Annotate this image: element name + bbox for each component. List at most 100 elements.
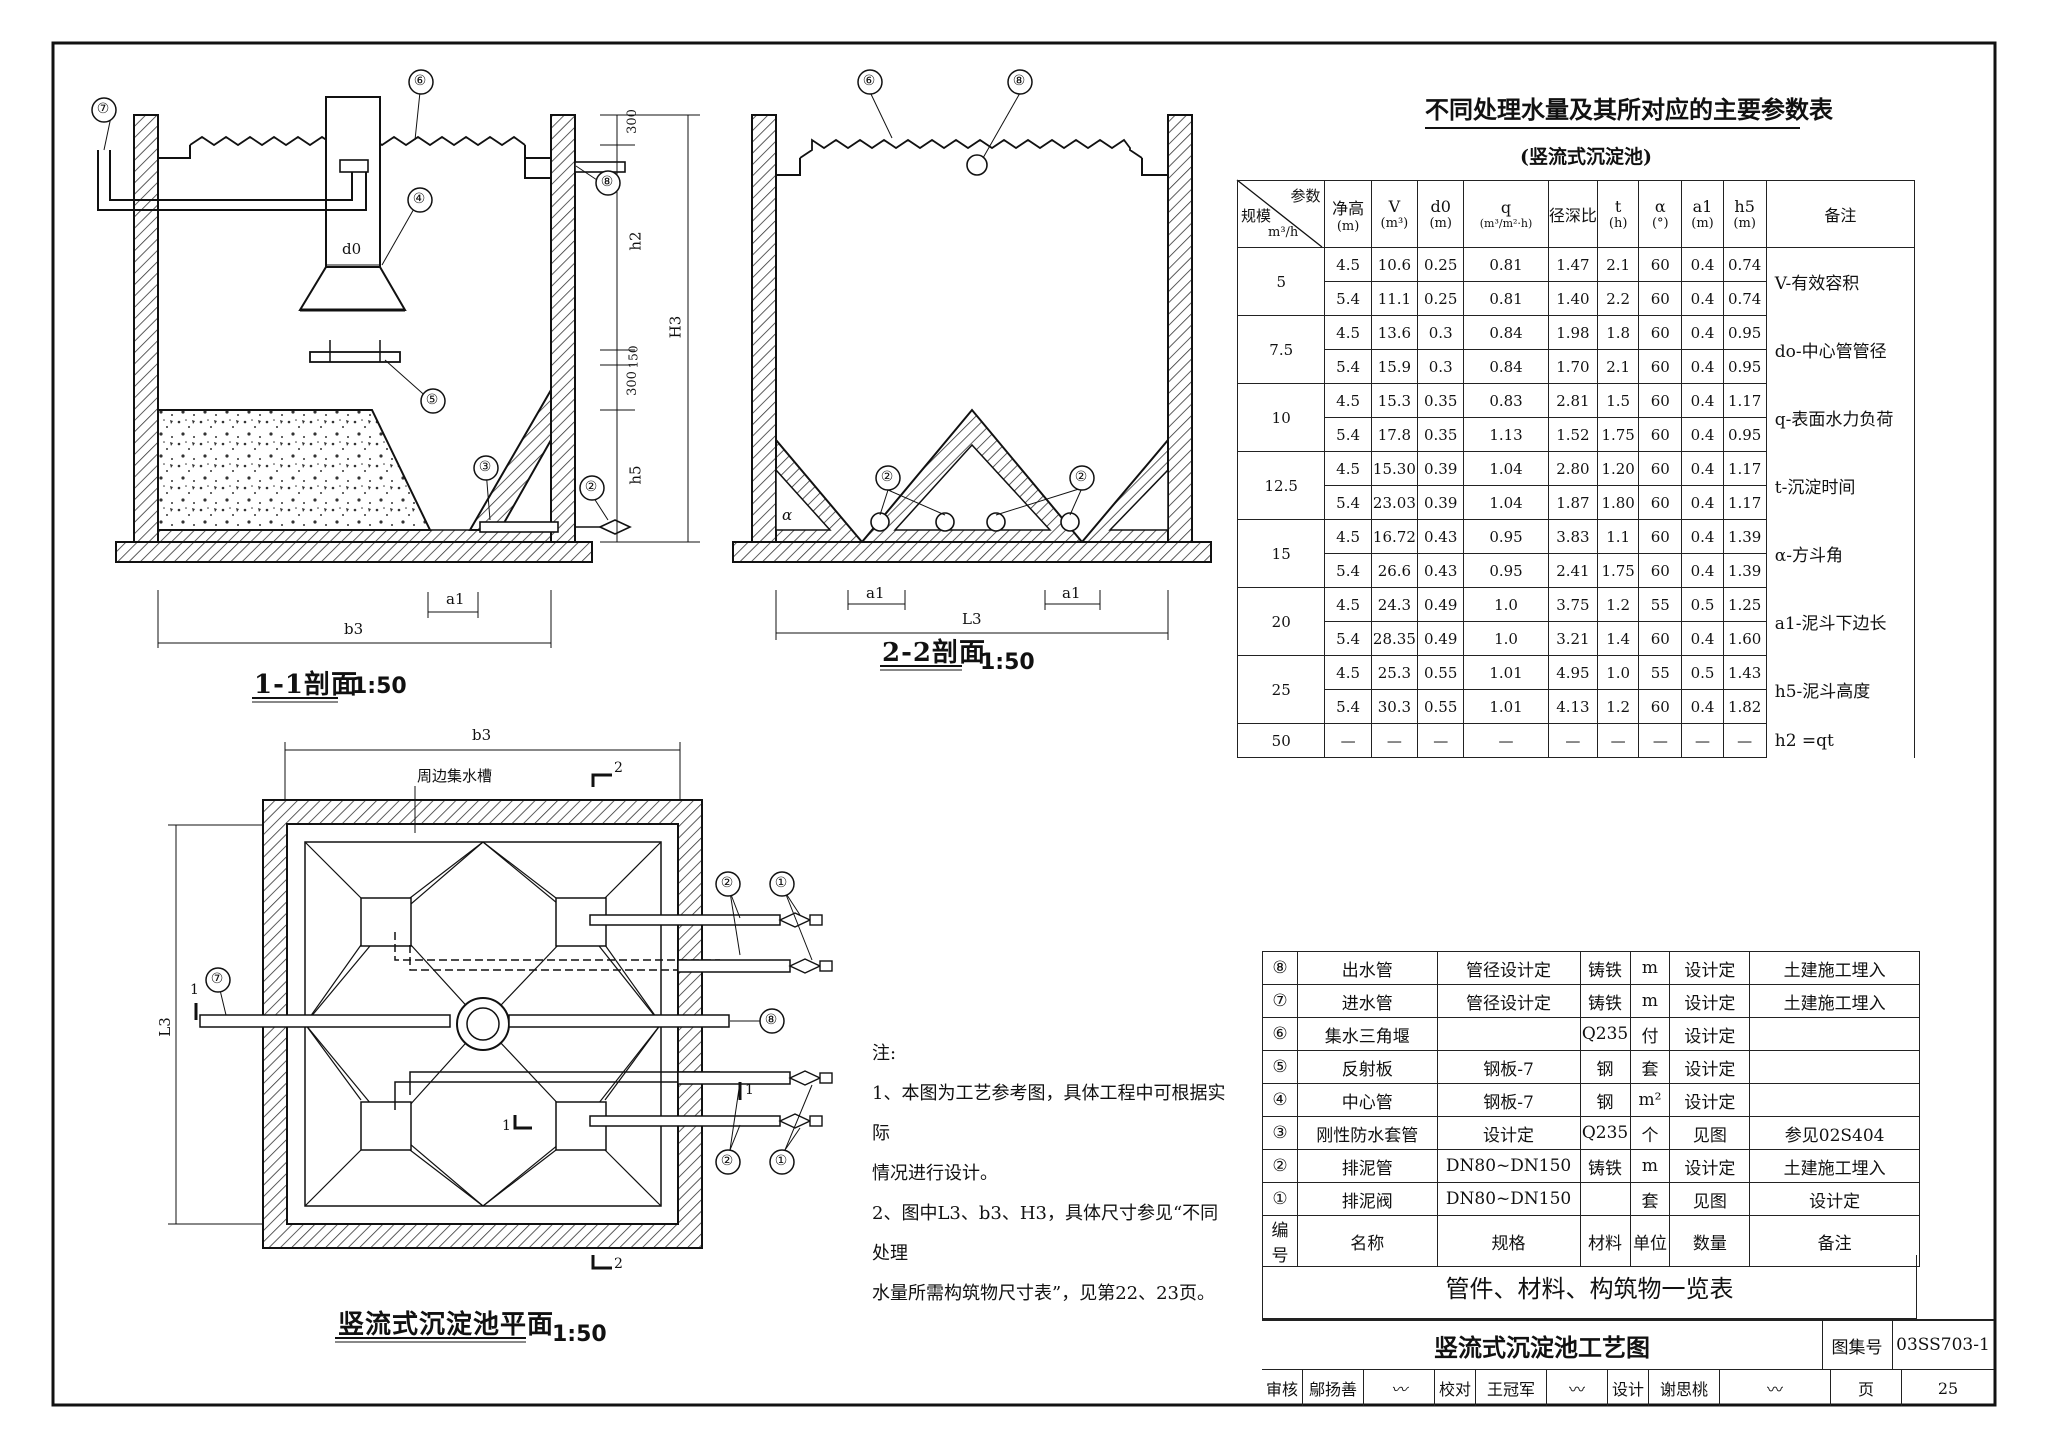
- material-row-cell: m: [1629, 1149, 1671, 1183]
- dim-H3: H3: [666, 315, 685, 339]
- param-cell: 5.4: [1324, 485, 1372, 520]
- param-cell: 1.82: [1722, 689, 1767, 724]
- material-row-cell: 土建施工埋入: [1749, 951, 1920, 985]
- param-cell: 0.39: [1417, 451, 1465, 486]
- section-1-1-drawing: [97, 91, 700, 703]
- param-table-subtitle: (竖流式沉淀池): [1520, 146, 1652, 168]
- material-row-cell: 参见02S404: [1749, 1116, 1920, 1150]
- param-cell: 0.4: [1681, 451, 1724, 486]
- param-cell: 13.6: [1370, 315, 1419, 350]
- material-row-cell: ①: [1262, 1182, 1298, 1216]
- plan-trough-label: 周边集水槽: [417, 767, 493, 785]
- param-cell: 0.5: [1681, 587, 1724, 622]
- section-1-1-callouts: [91, 69, 621, 501]
- param-cell: 4.5: [1324, 247, 1372, 282]
- param-cell: 16.72: [1370, 519, 1419, 554]
- corner-bottom: 规模: [1241, 207, 1272, 225]
- material-row-cell: 设计定: [1669, 951, 1751, 985]
- param-cell: 4.95: [1547, 655, 1599, 690]
- param-cell: 0.4: [1681, 315, 1724, 350]
- sheet-border: [51, 41, 1997, 1407]
- param-cell: —: [1722, 723, 1767, 758]
- scale-cell: 15: [1236, 519, 1326, 588]
- param-cell: 1.01: [1463, 655, 1549, 690]
- remark-cell: V-有效容积: [1765, 247, 1916, 316]
- material-row-cell: 套: [1629, 1182, 1671, 1216]
- param-cell: 0.81: [1463, 247, 1549, 282]
- material-row-cell: 排泥管: [1296, 1149, 1438, 1183]
- param-cell: 3.75: [1547, 587, 1599, 622]
- remark-cell: a1-泥斗下边长: [1765, 587, 1916, 656]
- dim-alpha: α: [782, 506, 793, 524]
- scale-cell: 5: [1236, 247, 1326, 316]
- param-cell: 0.95: [1463, 553, 1549, 588]
- scale-cell: 20: [1236, 587, 1326, 656]
- section-1-1-scale: 1:50: [352, 674, 407, 699]
- param-cell: 1.0: [1463, 621, 1549, 656]
- param-cell: 1.4: [1597, 621, 1640, 656]
- material-row-cell: Q235: [1579, 1017, 1631, 1051]
- param-cell: 0.4: [1681, 349, 1724, 384]
- scale-cell: 25: [1236, 655, 1326, 724]
- material-row-cell: ③: [1262, 1116, 1298, 1150]
- material-row-cell: ②: [1262, 1149, 1298, 1183]
- param-cell: —: [1597, 723, 1640, 758]
- plan-dim-b3: b3: [472, 726, 492, 744]
- param-cell: 3.83: [1547, 519, 1599, 554]
- param-cell: 55: [1638, 587, 1683, 622]
- param-cell: 4.5: [1324, 315, 1372, 350]
- material-row-cell: 铸铁: [1579, 951, 1631, 985]
- remark-cell: t-沉淀时间: [1765, 451, 1916, 520]
- param-cell: —: [1417, 723, 1465, 758]
- param-cell: 60: [1638, 281, 1683, 316]
- param-cell: 0.5: [1681, 655, 1724, 690]
- materials-caption: 管件、材料、构筑物一览表: [1262, 1255, 1917, 1319]
- checker-name: 王冠军: [1476, 1370, 1547, 1406]
- signature-row: 审核 鄔扬善 〰 校对 王冠军 〰 设计 谢思桃 〰 页 25: [1262, 1369, 1994, 1406]
- section-1-1-title: 1-1剖面: [254, 670, 358, 700]
- material-row-cell: 管径设计定: [1436, 951, 1581, 985]
- material-row-cell: 个: [1629, 1116, 1671, 1150]
- callout-5-label: ⑤: [425, 392, 439, 408]
- remark-cell: h2 =qt: [1765, 723, 1916, 758]
- param-cell: 23.03: [1370, 485, 1419, 520]
- param-cell: 1.2: [1597, 587, 1640, 622]
- param-cell: 60: [1638, 315, 1683, 350]
- scale-cell: 10: [1236, 383, 1326, 452]
- param-cell: 1.47: [1547, 247, 1599, 282]
- param-cell: 5.4: [1324, 689, 1372, 724]
- param-cell: 1.70: [1547, 349, 1599, 384]
- section-2-2-drawing: [732, 91, 1212, 671]
- material-row-cell: 付: [1629, 1017, 1671, 1051]
- param-cell: 60: [1638, 621, 1683, 656]
- remark-cell: α-方斗角: [1765, 519, 1916, 588]
- param-cell: 30.3: [1370, 689, 1419, 724]
- cut-mark-bottom: 2: [614, 1256, 623, 1272]
- param-cell: 0.49: [1417, 621, 1465, 656]
- param-cell: 1.39: [1722, 553, 1767, 588]
- callout-8b-label: ⑧: [1012, 73, 1026, 89]
- material-row-cell: 设计定: [1669, 1050, 1751, 1084]
- param-cell: 1.1: [1597, 519, 1640, 554]
- page-label: 页: [1831, 1370, 1902, 1406]
- param-cell: 1.17: [1722, 383, 1767, 418]
- param-cell: 5.4: [1324, 621, 1372, 656]
- plan-callout-7: ⑦: [210, 971, 224, 987]
- param-cell: 0.74: [1722, 281, 1767, 316]
- param-cell: 11.1: [1370, 281, 1419, 316]
- material-row-cell: 见图: [1669, 1182, 1751, 1216]
- param-cell: 0.4: [1681, 281, 1724, 316]
- param-cell: 0.43: [1417, 519, 1465, 554]
- param-cell: 1.43: [1722, 655, 1767, 690]
- param-cell: 1.13: [1463, 417, 1549, 452]
- drawing-title: 竖流式沉淀池工艺图: [1262, 1321, 1823, 1369]
- param-cell: 4.5: [1324, 451, 1372, 486]
